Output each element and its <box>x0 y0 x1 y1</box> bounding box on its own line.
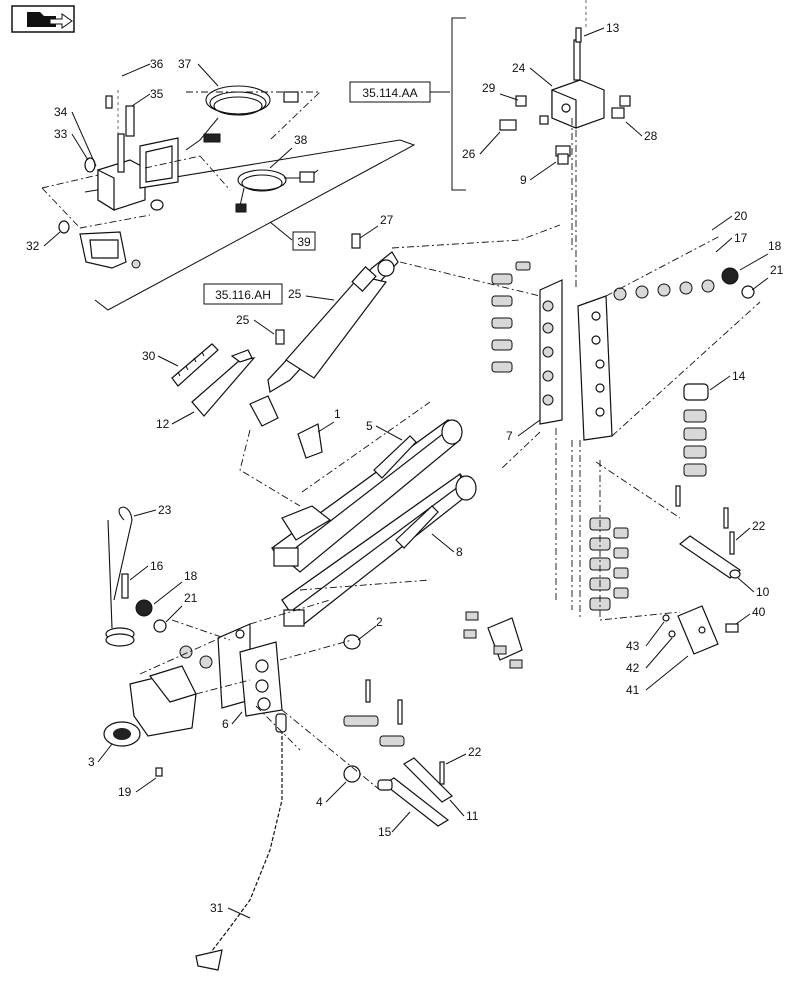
callout-11: 11 <box>466 809 479 823</box>
callout-9: 9 <box>520 173 527 187</box>
hitch-3 <box>103 665 197 777</box>
bolt-15 <box>343 765 450 827</box>
reference-box-35116AH[interactable]: 35.116.AH <box>203 283 283 305</box>
wiring-harness-38 <box>235 169 319 213</box>
washer-row <box>613 267 755 301</box>
callout-22-upper: 22 <box>752 519 766 533</box>
callout-30: 30 <box>142 349 156 363</box>
callout-15: 15 <box>378 825 392 839</box>
callout-29: 29 <box>482 81 496 95</box>
callout-41: 41 <box>626 683 640 697</box>
arm-8 <box>281 472 477 627</box>
bracket-6 <box>179 623 283 717</box>
callout-5: 5 <box>366 419 373 433</box>
callout-4: 4 <box>316 795 323 809</box>
callout-17: 17 <box>734 231 748 245</box>
pin-10 <box>675 485 742 579</box>
reference-label-35114AA: 35.114.AA <box>362 86 417 100</box>
plate-41 <box>662 605 739 655</box>
bolt-16 <box>121 573 167 633</box>
bolt-column-lower <box>589 517 629 611</box>
callout-16: 16 <box>150 559 164 573</box>
pin-11 <box>365 679 453 803</box>
callout-21-lower: 21 <box>184 591 198 605</box>
callout-37: 37 <box>178 57 192 71</box>
callout-34: 34 <box>54 105 68 119</box>
callout-18-upper: 18 <box>768 239 782 253</box>
callout-32: 32 <box>26 239 40 253</box>
callout-42: 42 <box>626 661 640 675</box>
callouts: 1 2 3 4 5 6 7 8 9 10 11 12 13 <box>26 21 784 919</box>
bolt-stack-left <box>491 261 531 373</box>
callout-6: 6 <box>222 717 229 731</box>
callout-27: 27 <box>380 213 394 227</box>
reference-label-35116AH: 35.116.AH <box>215 288 271 302</box>
callout-2: 2 <box>376 615 383 629</box>
callout-33: 33 <box>54 127 68 141</box>
arm-5 <box>271 418 463 573</box>
bolt-stack-hitch <box>343 634 405 747</box>
callout-40: 40 <box>752 605 766 619</box>
vertical-dashes <box>499 235 761 621</box>
reference-label-39: 39 <box>297 235 311 249</box>
callout-10: 10 <box>756 585 770 599</box>
callout-7: 7 <box>506 429 513 443</box>
callout-12: 12 <box>156 417 170 431</box>
callout-26: 26 <box>462 147 476 161</box>
callout-31: 31 <box>210 901 224 915</box>
callout-28: 28 <box>644 129 658 143</box>
chain-31 <box>195 713 287 971</box>
gauge-and-bracket <box>171 343 256 417</box>
frame-plate-left <box>539 279 563 425</box>
spring-23 <box>105 506 135 647</box>
callout-24: 24 <box>512 61 526 75</box>
callout-25-upper: 25 <box>288 287 302 301</box>
callout-36: 36 <box>150 57 164 71</box>
reference-box-39[interactable]: 39 <box>292 231 316 251</box>
callout-3: 3 <box>88 755 95 769</box>
plate-lower-center <box>463 611 523 669</box>
callout-8: 8 <box>456 545 463 559</box>
next-page-arrow-icon[interactable] <box>11 5 75 33</box>
callout-23: 23 <box>158 503 172 517</box>
reference-box-35114AA[interactable]: 35.114.AA <box>349 81 431 103</box>
callout-35: 35 <box>150 87 164 101</box>
bolt-14 <box>683 383 709 477</box>
callout-18-lower: 18 <box>184 569 198 583</box>
callout-25-lower: 25 <box>236 313 250 327</box>
switch-box-assembly <box>41 90 231 229</box>
callout-20: 20 <box>734 209 748 223</box>
mount-bracket <box>58 220 141 269</box>
callout-14: 14 <box>732 369 746 383</box>
valve-assembly <box>499 0 631 290</box>
callout-22-lower: 22 <box>468 745 482 759</box>
callout-19: 19 <box>118 785 132 799</box>
small-bracket-1 <box>297 423 323 459</box>
callout-43: 43 <box>626 639 640 653</box>
callout-21-upper: 21 <box>770 263 784 277</box>
callout-38: 38 <box>294 133 308 147</box>
hydraulic-cylinder <box>249 233 399 427</box>
wiring-harness-37 <box>185 85 322 151</box>
hitch-dashes <box>139 579 431 791</box>
callout-1: 1 <box>334 407 341 421</box>
callout-13: 13 <box>606 21 620 35</box>
frame-plate-right <box>577 295 613 441</box>
